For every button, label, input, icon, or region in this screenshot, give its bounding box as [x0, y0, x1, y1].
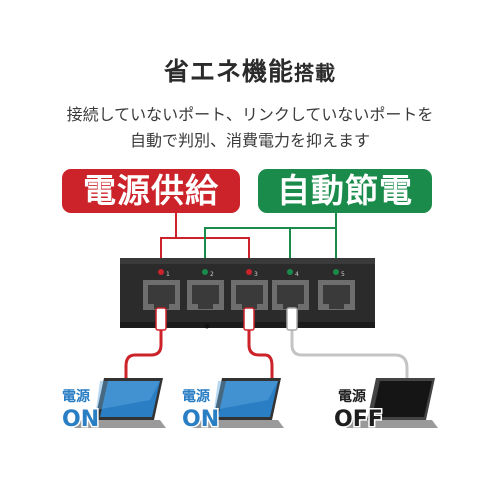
- port-3: [231, 269, 268, 310]
- laptop-2-label: 電源 ON: [181, 387, 221, 434]
- laptop-1-label-bottom: ON: [62, 407, 99, 432]
- laptop-2-label-bottom: ON: [182, 407, 219, 432]
- title-small: 搭載: [294, 61, 336, 85]
- port-label-5: 5: [341, 271, 345, 278]
- cable-4: [286, 307, 409, 380]
- cable-3: [243, 307, 274, 380]
- laptop-1-label-top: 電源: [62, 388, 90, 405]
- port-label-1: 1: [166, 271, 170, 278]
- subtitle-line-2: 自動で判別、消費電力を抑えます: [129, 131, 370, 150]
- port-2: [187, 269, 224, 310]
- port-5: [318, 269, 355, 310]
- auto-power-save-badge: 自動節電: [258, 169, 432, 213]
- port-1: [143, 269, 180, 310]
- port-label-4: 4: [295, 271, 299, 278]
- subtitle-line-1: 接続していないポート、リンクしていないポートを: [66, 105, 434, 124]
- laptop-3-label-top: 電源: [338, 388, 366, 405]
- laptop-3: [346, 378, 438, 428]
- laptop-3-label: 電源 OFF: [333, 387, 385, 434]
- laptop-1: [74, 378, 166, 428]
- title-main: 省エネ機能: [163, 57, 294, 86]
- port-label-2: 2: [210, 271, 214, 278]
- power-supply-badge: 電源供給: [62, 169, 240, 213]
- laptop-2: [192, 378, 284, 428]
- port-label-3: 3: [254, 271, 258, 278]
- laptop-3-label-bottom: OFF: [334, 407, 383, 432]
- laptop-1-label: 電源 ON: [61, 387, 101, 434]
- port-4: [272, 269, 309, 310]
- laptop-2-label-top: 電源: [182, 388, 210, 405]
- page-title: 省エネ機能搭載: [0, 52, 500, 88]
- cable-1: [124, 307, 167, 380]
